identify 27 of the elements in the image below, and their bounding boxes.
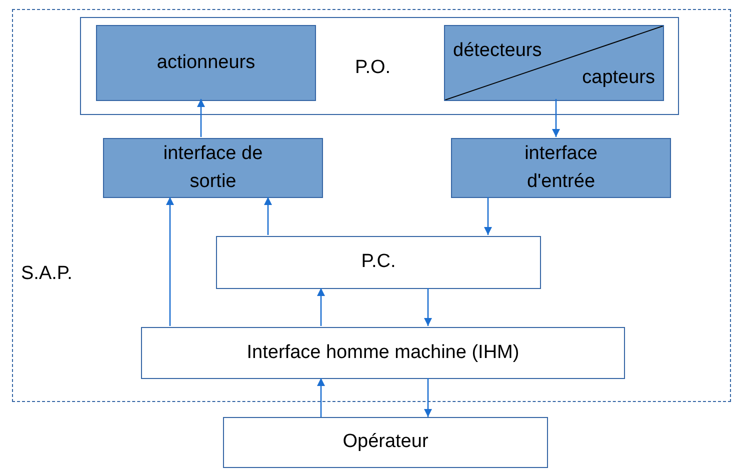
arrow <box>264 197 272 235</box>
arrow <box>424 288 432 326</box>
node-label: Interface homme machine (IHM) <box>246 340 520 365</box>
system-boundary <box>12 9 731 402</box>
node-label: Opérateur <box>342 430 428 454</box>
arrow <box>484 197 492 235</box>
arrow <box>424 378 432 417</box>
node-label: interface de sortie <box>162 142 264 194</box>
arrow <box>317 378 325 417</box>
arrow <box>166 197 174 326</box>
node-label: actionneurs <box>156 50 256 75</box>
node-label: capteurs <box>582 67 655 88</box>
node-label: interface d'entrée <box>524 142 598 194</box>
arrow <box>317 288 325 326</box>
process-box <box>103 138 323 198</box>
process-box <box>141 327 625 379</box>
node-label: P.C. <box>361 250 396 274</box>
group-box <box>80 17 679 115</box>
process-box <box>223 417 548 468</box>
process-box <box>96 25 316 101</box>
node-label: P.O. <box>355 57 391 78</box>
process-box <box>216 236 541 289</box>
arrow <box>552 99 560 137</box>
process-box <box>451 138 671 198</box>
node-label: S.A.P. <box>21 263 72 284</box>
node-label: détecteurs <box>453 40 542 61</box>
arrow <box>197 99 205 137</box>
